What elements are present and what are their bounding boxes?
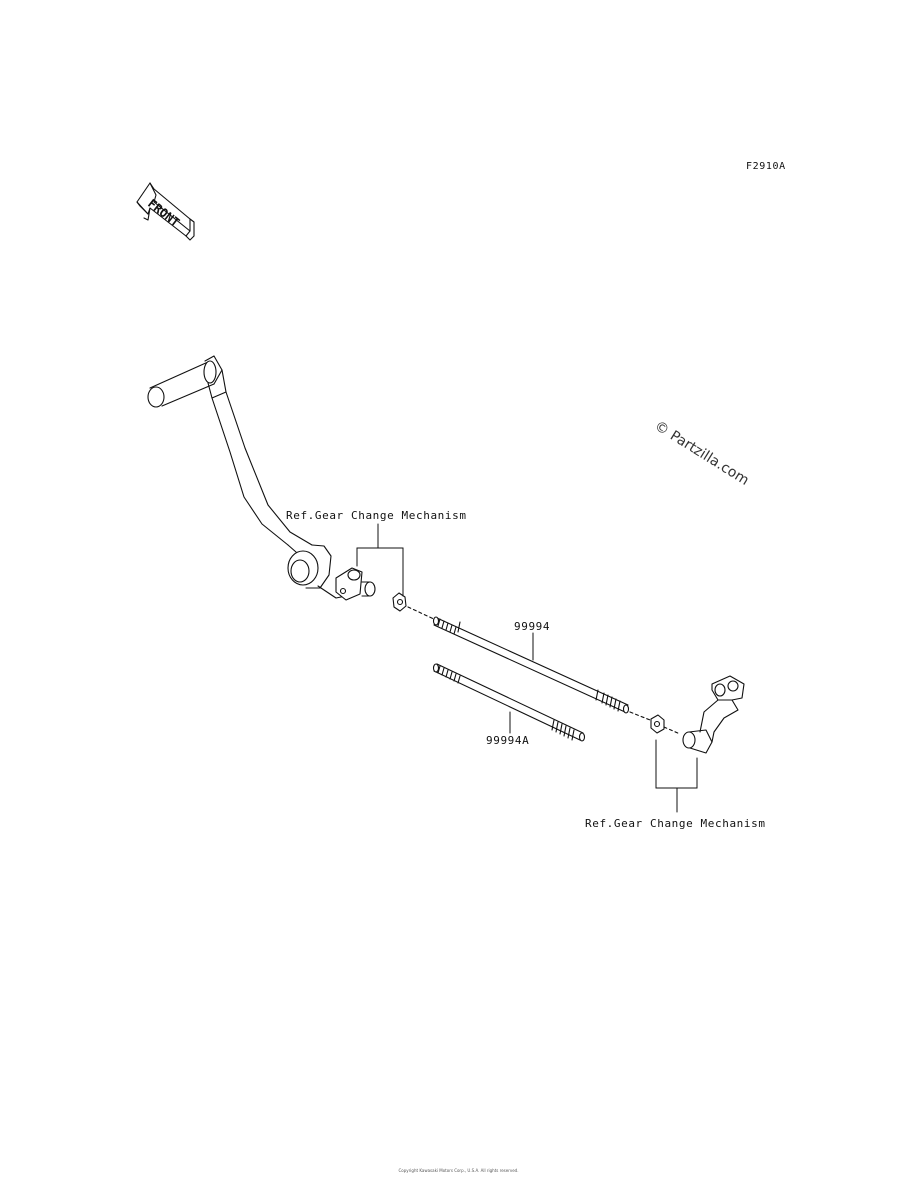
part-number-99994: 99994 (514, 620, 551, 633)
ref-gear-change-label-top: Ref.Gear Change Mechanism (286, 509, 467, 522)
copyright-note: Copyright Kawasaki Motors Corp., U.S.A. … (398, 1168, 519, 1173)
front-arrow-icon: FRONT (136, 182, 195, 241)
part-number-99994a: 99994A (486, 734, 530, 747)
lower-joint (650, 675, 745, 754)
assembly-line-upper (407, 606, 437, 621)
tie-rod-99994 (432, 616, 630, 714)
ref-bottom-bracket (655, 739, 698, 813)
front-arrow-label: FRONT (145, 196, 182, 229)
figure-code: F2910A (746, 161, 786, 172)
assembly-line-joint (663, 726, 681, 735)
upper-joint (361, 581, 407, 612)
assembly-line-lower (629, 711, 651, 721)
tie-rod-99994a (432, 663, 586, 742)
ref-top-bracket (356, 523, 404, 597)
shift-pedal (147, 355, 363, 601)
ref-gear-change-label-bottom: Ref.Gear Change Mechanism (585, 817, 766, 830)
